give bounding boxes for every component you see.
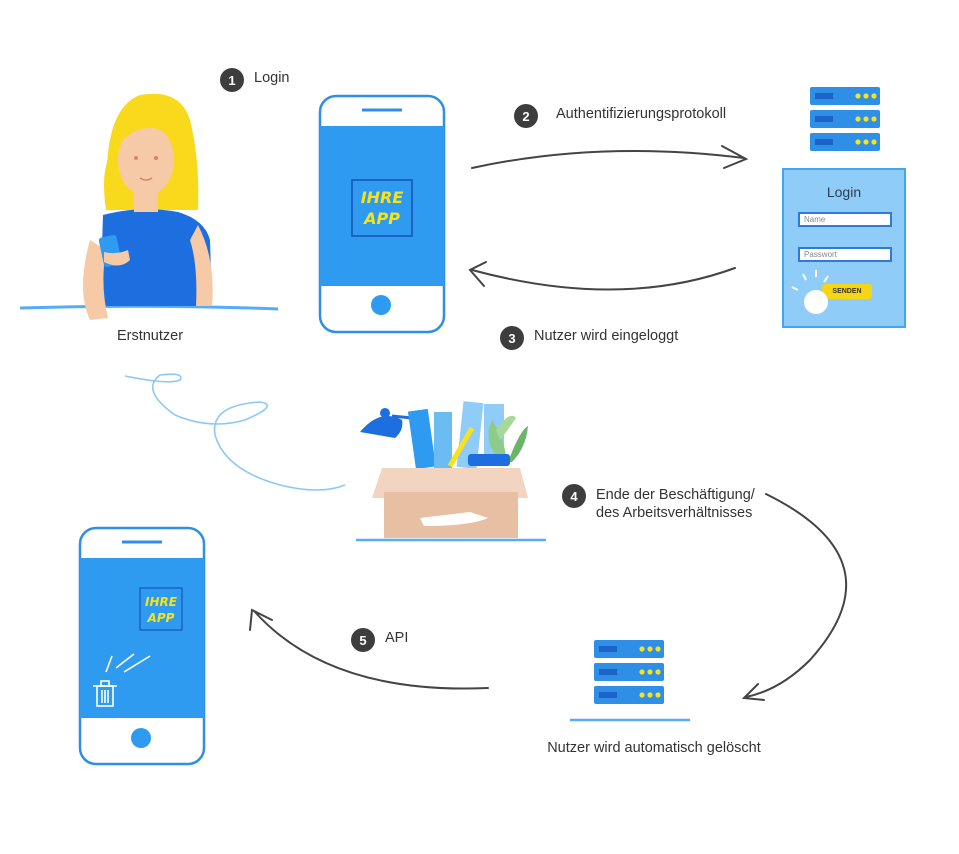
step-1: 1 Login [220,68,290,92]
step-4-number: 4 [562,484,586,508]
step-4-label-line1: Ende der Beschäftigung/ [596,487,755,503]
svg-text:IHRE: IHRE [145,595,178,609]
user-caption: Erstnutzer [116,328,184,344]
login-form-title: Login [826,184,862,200]
password-field[interactable]: Passwort [798,247,892,262]
svg-text:APP: APP [362,209,400,228]
step-2-label: Authentifizierungsprotokoll [556,106,727,122]
step-5-number: 5 [351,628,375,652]
login-form-card: Login Name Passwort SENDEN [782,168,906,328]
svg-text:IHRE: IHRE [361,188,404,207]
step-3-label: Nutzer wird eingeloggt [534,328,679,344]
svg-text:APP: APP [147,611,175,625]
step-1-label: Login [254,70,290,86]
step-3: 3 Nutzer wird eingeloggt [500,326,679,350]
step-4-label-line2: des Arbeitsverhältnisses [596,505,753,521]
step-1-number: 1 [220,68,244,92]
name-field[interactable]: Name [798,212,892,227]
step-5: 5 API [351,628,409,652]
step-4: 4 Ende der Beschäftigung/ des Arbeitsver… [562,484,755,522]
step-2: 2 Authentifizierungsprotokoll [514,104,727,128]
send-button[interactable]: SENDEN [822,284,872,299]
deleted-caption: Nutzer wird automatisch gelöscht [547,740,761,756]
step-3-number: 3 [500,326,524,350]
step-2-number: 2 [514,104,538,128]
step-5-label: API [385,630,409,646]
click-cursor-icon [791,270,829,314]
